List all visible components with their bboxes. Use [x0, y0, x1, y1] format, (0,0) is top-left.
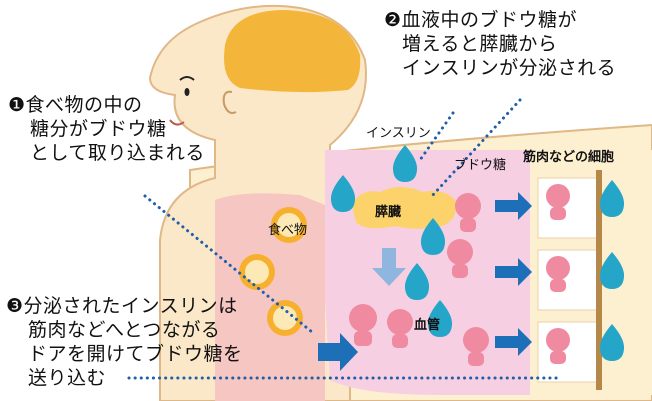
eye	[184, 88, 190, 96]
arrow-to-cell	[495, 328, 532, 356]
leader-lines	[127, 98, 562, 380]
insulin-character	[330, 145, 625, 361]
label-food: 食べ物	[268, 223, 308, 238]
food-ball	[245, 260, 269, 284]
cell-door	[537, 249, 599, 311]
caption-step2-line1: ❷血液中のブドウ糖が	[384, 9, 578, 31]
label-glucose: ブドウ糖	[454, 158, 507, 173]
caption-step3-line2: 筋肉などへとつながる	[28, 319, 221, 341]
arrow-into-vessel	[318, 333, 358, 371]
caption-step3-line4: 送り込む	[28, 367, 107, 389]
cell-door	[537, 177, 599, 239]
caption-step2: ❷血液中のブドウ糖が 増えると膵臓から インスリンが分泌される	[384, 8, 616, 80]
label-muscle-cells: 筋肉などの細胞	[523, 150, 615, 165]
downward-arrow	[372, 248, 406, 286]
food-ball	[277, 213, 301, 237]
caption-step2-line2: 増えると膵臓から	[402, 33, 558, 55]
torso	[215, 193, 325, 401]
caption-step1: ❶食べ物の中の 糖分がブドウ糖 として取り込まれる	[8, 93, 205, 165]
caption-step2-line3: インスリンが分泌される	[402, 57, 617, 79]
label-blood-vessel: 血管	[414, 318, 441, 333]
label-pancreas: 膵臓	[375, 205, 402, 220]
cell-wall	[596, 170, 602, 390]
label-insulin: インスリン	[366, 126, 431, 141]
brain	[224, 10, 361, 93]
caption-step3: ❸分泌されたインスリンは 筋肉などへとつながる ドアを開けてブドウ糖を 送り込む	[6, 294, 243, 390]
caption-step1-line3: として取り込まれる	[30, 142, 205, 164]
ear	[222, 90, 237, 114]
glucose-character	[349, 184, 570, 366]
caption-step1-line1: ❶食べ物の中の	[8, 94, 143, 116]
caption-step1-line2: 糖分がブドウ糖	[30, 118, 167, 140]
arrow-to-cell	[495, 192, 532, 220]
arrow-to-cell	[495, 258, 532, 286]
caption-step3-line3: ドアを開けてブドウ糖を	[28, 343, 243, 365]
caption-step3-line1: ❸分泌されたインスリンは	[6, 295, 238, 317]
cell-door	[537, 321, 599, 383]
mouth	[169, 119, 185, 126]
food-ball	[273, 306, 297, 330]
eyebrow	[179, 76, 195, 81]
pancreas	[352, 187, 457, 229]
